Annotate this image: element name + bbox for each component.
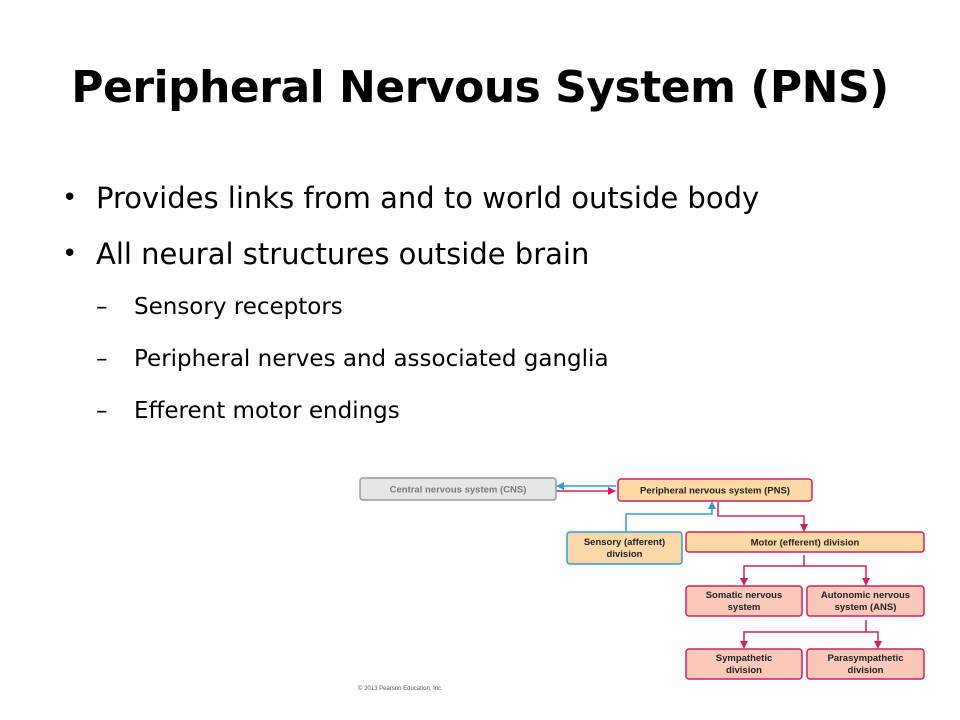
sensory-label-line1: Sensory (afferent) — [584, 537, 665, 548]
ans-to-sympathetic-arrow — [740, 620, 867, 649]
autonomic-box — [806, 585, 925, 617]
cns-box — [359, 477, 557, 501]
sub-bullet-text: Efferent motor endings — [134, 398, 400, 424]
sympathetic-box — [685, 648, 803, 680]
sub-bullet-item: – Sensory receptors — [62, 290, 922, 342]
sensory-box — [566, 531, 683, 565]
sensory-label-line2: division — [607, 549, 643, 560]
parasympathetic-box — [806, 648, 925, 680]
sub-bullet-item: – Efferent motor endings — [62, 394, 922, 446]
cns-label: Central nervous system (CNS) — [390, 485, 527, 496]
dash-icon: – — [96, 294, 108, 320]
pns-box — [617, 478, 813, 502]
sympathetic-label-line1: Sympathetic — [716, 653, 773, 664]
dash-icon: – — [96, 398, 108, 424]
parasympathetic-label-line1: Parasympathetic — [827, 653, 903, 664]
motor-label: Motor (efferent) division — [751, 538, 860, 549]
sympathetic-label-line2: division — [726, 665, 762, 676]
sensory-to-pns-arrow — [625, 501, 716, 532]
bullet-text: Provides links from and to world outside… — [96, 181, 760, 215]
motor-to-somatic-arrow — [740, 555, 805, 586]
sub-bullet-item: – Peripheral nerves and associated gangl… — [62, 342, 922, 394]
pns-label: Peripheral nervous system (PNS) — [640, 486, 790, 497]
bullet-item: • All neural structures outside brain — [62, 234, 922, 290]
somatic-label-line2: system — [728, 602, 761, 613]
dash-icon: – — [96, 346, 108, 372]
bullet-dot-icon: • — [62, 183, 78, 213]
pns-to-motor-arrow — [717, 502, 808, 532]
bullet-item: • Provides links from and to world outsi… — [62, 178, 922, 234]
autonomic-label-line1: Autonomic nervous — [821, 590, 910, 601]
sub-bullet-text: Peripheral nerves and associated ganglia — [134, 346, 609, 372]
copyright-text: © 2013 Pearson Education, Inc. — [358, 685, 443, 692]
slide-title: Peripheral Nervous System (PNS) — [71, 62, 889, 113]
bullet-dot-icon: • — [62, 239, 78, 269]
bullet-text: All neural structures outside brain — [96, 237, 590, 271]
bullet-list: • Provides links from and to world outsi… — [62, 178, 922, 446]
sub-bullet-text: Sensory receptors — [134, 294, 343, 320]
ans-to-parasympathetic-arrow — [866, 631, 882, 649]
somatic-box — [685, 585, 803, 617]
somatic-label-line1: Somatic nervous — [706, 590, 783, 601]
motor-box — [685, 531, 925, 553]
motor-to-autonomic-arrow — [804, 565, 870, 586]
autonomic-label-line2: system (ANS) — [835, 602, 897, 613]
parasympathetic-label-line2: division — [848, 665, 884, 676]
